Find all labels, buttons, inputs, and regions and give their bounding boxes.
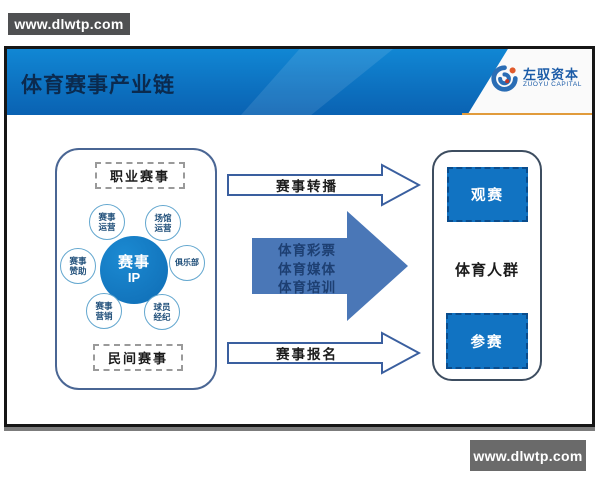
right-arrow-outline-icon [227,331,422,375]
logo-company-name: 左驭资本 [523,67,580,83]
satellite-label: 赛事 [98,211,116,222]
satellite-event-sponsorship: 赛事 赞助 [60,248,96,284]
company-logo: 左驭资本 ZUOYU CAPITAL [491,65,582,92]
zuoyu-logo-icon [491,65,518,92]
satellite-label: 运营 [154,223,172,233]
event-ip-line2: IP [127,270,141,286]
satellite-label: 俱乐部 [175,258,199,268]
service-line-training: 体育培训 [278,280,336,295]
event-ip-line1: 赛事 [117,253,150,271]
right-arrow-outline-icon [227,163,422,207]
services-arrow: 体育彩票 体育媒体 体育培训 [252,209,410,323]
broadcast-arrow: 赛事转播 [227,163,422,207]
slide-header: 体育赛事产业链 左驭资本 ZUOYU CAPITAL [7,49,592,115]
right-arrow-solid-icon [252,211,408,321]
satellite-venue-operation: 场馆 运营 [145,205,181,241]
service-line-lottery: 体育彩票 [278,243,336,258]
sports-crowd-label: 体育人群 [454,262,519,279]
satellite-label: 赞助 [69,266,87,276]
satellite-label: 场馆 [154,212,172,223]
join-events-box: 参赛 [446,313,528,369]
amateur-events-label: 民间赛事 [93,344,183,371]
header-gold-line [462,113,592,115]
page-title: 体育赛事产业链 [21,74,175,97]
watermark-top-left: www.dlwtp.com [8,13,130,35]
watermark-bottom-right: www.dlwtp.com [470,440,586,471]
professional-events-label: 职业赛事 [95,162,185,189]
satellite-label: 营销 [95,311,113,321]
broadcast-arrow-label: 赛事转播 [276,179,338,194]
watch-events-box: 观赛 [447,167,528,222]
satellite-event-marketing: 赛事 营销 [86,293,122,329]
registration-arrow-label: 赛事报名 [276,347,338,362]
services-arrow-labels: 体育彩票 体育媒体 体育培训 [278,242,336,298]
satellite-label: 运营 [98,222,116,232]
satellite-label: 球员 [153,301,171,312]
satellite-club: 俱乐部 [169,245,205,281]
satellite-label: 赛事 [69,255,87,266]
logo-company-name-en: ZUOYU CAPITAL [523,80,582,88]
satellite-label: 经纪 [153,312,171,322]
satellite-event-operation: 赛事 运营 [89,204,125,240]
satellite-label: 赛事 [95,300,113,311]
logo-text: 左驭资本 ZUOYU CAPITAL [523,68,582,88]
event-ip-circle: 赛事 IP [100,236,168,304]
service-line-media: 体育媒体 [278,261,336,277]
satellite-player-agency: 球员 经纪 [144,294,180,330]
registration-arrow: 赛事报名 [227,331,422,375]
